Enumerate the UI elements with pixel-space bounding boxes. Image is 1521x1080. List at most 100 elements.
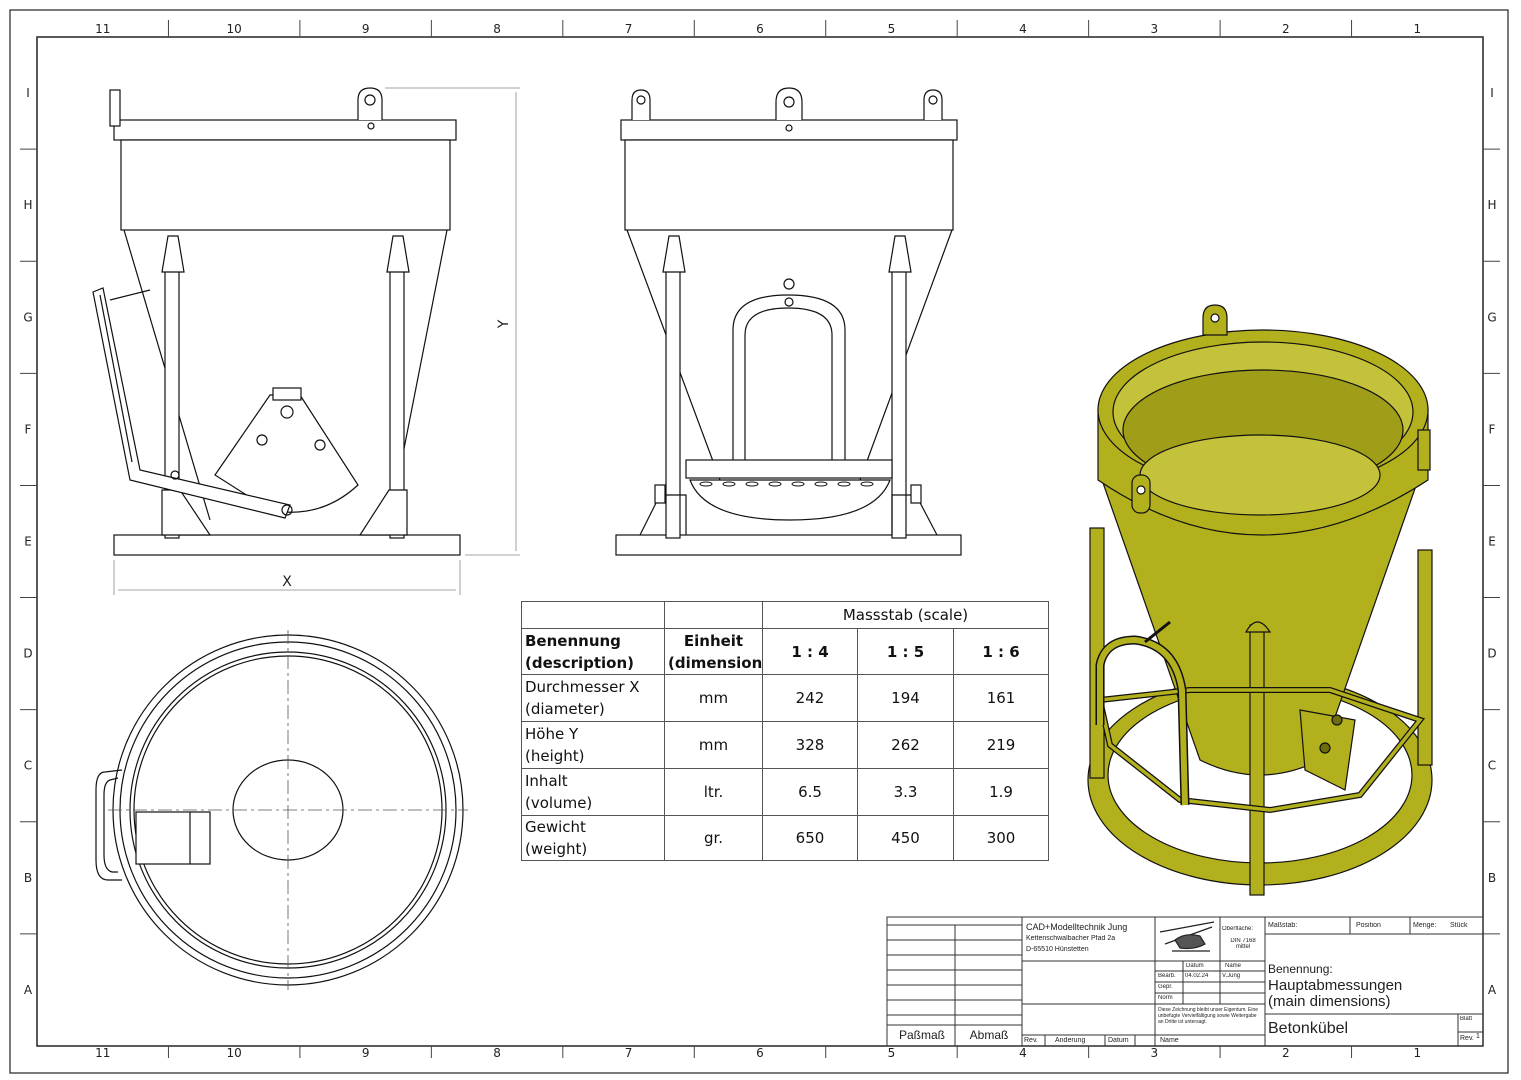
front-lever bbox=[92, 287, 291, 519]
grid-ticks bbox=[20, 20, 1500, 1058]
row-value: 650 bbox=[762, 815, 858, 861]
column-number-top: 8 bbox=[493, 22, 501, 36]
row-letter-right: A bbox=[1488, 983, 1497, 997]
side-view bbox=[615, 87, 962, 556]
drawn-name: V.Jung bbox=[1222, 973, 1241, 979]
row-value: 161 bbox=[952, 674, 1050, 722]
scale-label: Maßstab: bbox=[1268, 922, 1298, 929]
row-letter-left: D bbox=[23, 647, 32, 661]
column-number-top: 3 bbox=[1151, 22, 1159, 36]
unit-header: Einheit (dimension) bbox=[664, 628, 763, 675]
rev-column-label: Rev. bbox=[1024, 1037, 1038, 1044]
column-number-top: 11 bbox=[95, 22, 110, 36]
copyright-note: Diese Zeichnung bleibt unser Eigentum. E… bbox=[1158, 1007, 1259, 1025]
iso-leg-front bbox=[1249, 624, 1265, 896]
row-label: Inhalt (volume) bbox=[521, 768, 665, 816]
table-row: Höhe Y (height) mm 328 262 219 bbox=[521, 721, 1050, 769]
row-label: Höhe Y (height) bbox=[521, 721, 665, 769]
column-number-bottom: 10 bbox=[227, 1046, 242, 1060]
designation-label: Benennung: bbox=[1268, 962, 1333, 976]
outer-frame bbox=[9, 9, 1509, 1074]
front-lifting-eye bbox=[357, 87, 383, 120]
row-value: 6.5 bbox=[762, 768, 858, 816]
row-label: Gewicht (weight) bbox=[521, 815, 665, 861]
sheet-label: Blatt bbox=[1460, 1016, 1473, 1022]
column-number-top: 10 bbox=[227, 22, 242, 36]
side-leg-left bbox=[665, 269, 681, 539]
iso-leg-right bbox=[1417, 549, 1433, 766]
dim-x-label: X bbox=[282, 574, 292, 590]
top-view bbox=[95, 630, 468, 990]
row-letter-right: B bbox=[1488, 871, 1496, 885]
column-number-top: 9 bbox=[362, 22, 370, 36]
column-number-bottom: 5 bbox=[888, 1046, 896, 1060]
row-value: 242 bbox=[762, 674, 858, 722]
column-number-top: 5 bbox=[888, 22, 896, 36]
row-letter-left: B bbox=[24, 871, 32, 885]
row-value: 262 bbox=[857, 721, 954, 769]
designation-line2: (main dimensions) bbox=[1268, 993, 1391, 1010]
front-base-plate bbox=[113, 534, 461, 556]
helicopter-logo bbox=[1159, 921, 1215, 952]
row-letter-left: C bbox=[24, 759, 32, 773]
row-value: 450 bbox=[857, 815, 954, 861]
fit-label: Paßmaß bbox=[898, 1028, 945, 1042]
company-street: Kettenschwalbacher Pfad 2a bbox=[1026, 935, 1116, 942]
inner-frame bbox=[36, 36, 1484, 1047]
row-value: 1.9 bbox=[952, 768, 1050, 816]
company-name: CAD+Modelltechnik Jung bbox=[1026, 922, 1128, 932]
row-unit: mm bbox=[664, 674, 763, 722]
position-label: Position bbox=[1356, 922, 1381, 929]
column-number-bottom: 1 bbox=[1413, 1046, 1421, 1060]
row-letter-right: H bbox=[1487, 198, 1496, 212]
row-letter-right: G bbox=[1487, 310, 1496, 324]
change-name-label: Name bbox=[1160, 1037, 1179, 1044]
designation-line1: Hauptabmessungen bbox=[1268, 977, 1403, 994]
top-gate-box bbox=[135, 811, 211, 865]
scale-1-4-header: 1 : 4 bbox=[762, 628, 858, 675]
dimension-lines bbox=[113, 87, 520, 595]
surface-value: DIN 7168 mittel bbox=[1230, 938, 1256, 950]
description-header: Benennung (description) bbox=[521, 628, 665, 675]
column-number-bottom: 3 bbox=[1151, 1046, 1159, 1060]
scale-1-6-header: 1 : 6 bbox=[952, 628, 1050, 675]
column-number-bottom: 8 bbox=[493, 1046, 501, 1060]
row-letter-right: I bbox=[1490, 86, 1494, 100]
row-value: 3.3 bbox=[857, 768, 954, 816]
drawn-label: Bearb. bbox=[1158, 973, 1176, 979]
row-letter-left: H bbox=[23, 198, 32, 212]
rev-label: Rev. bbox=[1460, 1035, 1474, 1042]
row-value: 328 bbox=[762, 721, 858, 769]
pieces-label: Stück bbox=[1450, 922, 1468, 929]
name-column-label: Name bbox=[1225, 963, 1242, 969]
norm-label: Norm bbox=[1158, 995, 1173, 1001]
column-number-top: 1 bbox=[1413, 22, 1421, 36]
row-unit: ltr. bbox=[664, 768, 763, 816]
column-number-bottom: 6 bbox=[756, 1046, 764, 1060]
column-number-top: 4 bbox=[1019, 22, 1027, 36]
row-letter-right: F bbox=[1489, 422, 1496, 436]
column-number-top: 2 bbox=[1282, 22, 1290, 36]
row-letter-right: C bbox=[1488, 759, 1496, 773]
column-number-bottom: 9 bbox=[362, 1046, 370, 1060]
column-number-top: 6 bbox=[756, 22, 764, 36]
column-number-top: 7 bbox=[625, 22, 633, 36]
row-letter-right: E bbox=[1488, 535, 1496, 549]
row-value: 300 bbox=[952, 815, 1050, 861]
scale-table: Massstab (scale) Benennung (description)… bbox=[521, 601, 1050, 861]
row-letter-left: A bbox=[24, 983, 33, 997]
column-number-bottom: 4 bbox=[1019, 1046, 1027, 1060]
table-row: Durchmesser X (diameter) mm 242 194 161 bbox=[521, 674, 1050, 722]
company-city: D-65510 Hünstetten bbox=[1026, 946, 1089, 953]
change-date-label: Datum bbox=[1108, 1037, 1129, 1044]
scale-header: Massstab (scale) bbox=[761, 601, 1050, 629]
table-row: Gewicht (weight) gr. 650 450 300 bbox=[521, 815, 1050, 861]
scale-1-5-header: 1 : 5 bbox=[857, 628, 954, 675]
front-rim bbox=[113, 119, 457, 141]
date-column-label: Datum bbox=[1186, 963, 1204, 969]
row-letter-left: G bbox=[23, 310, 32, 324]
dim-y-label: Y bbox=[496, 319, 512, 329]
change-label: Änderung bbox=[1055, 1037, 1086, 1044]
